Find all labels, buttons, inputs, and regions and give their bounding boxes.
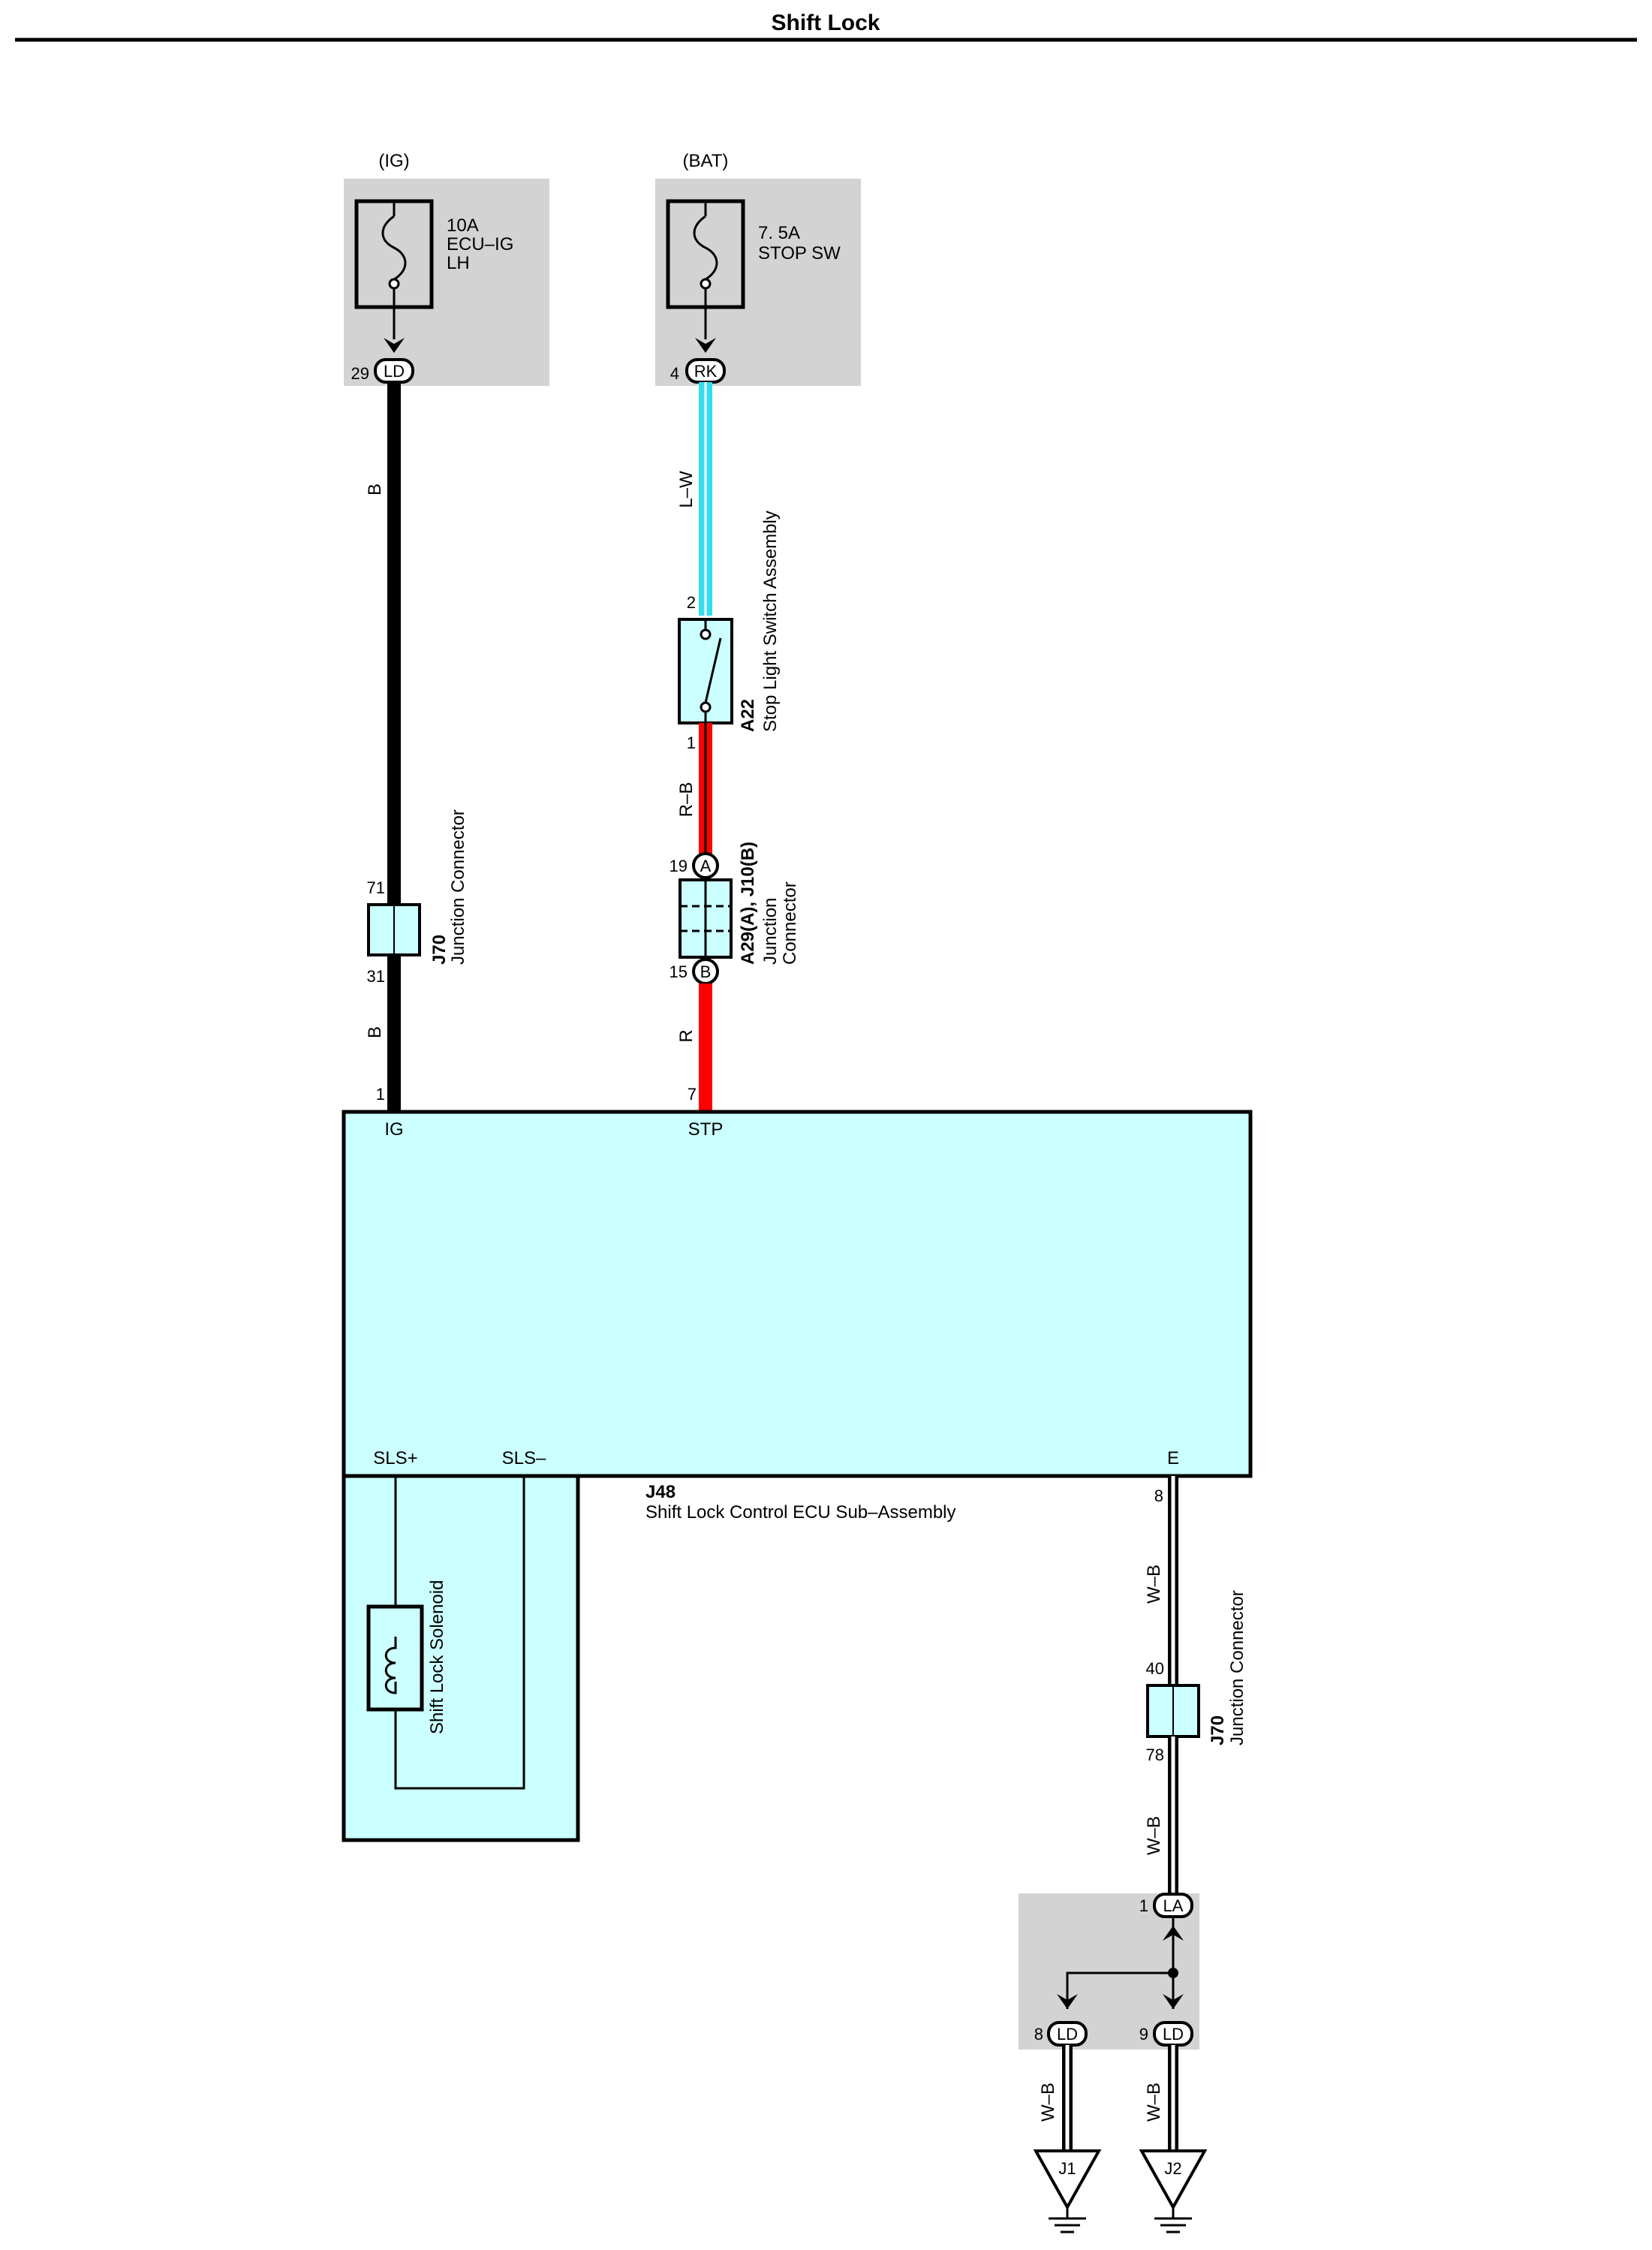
wire-label-b-upper: B (365, 483, 385, 495)
wire-label-wb-j2: W–B (1144, 2083, 1164, 2122)
bat-source-label: (BAT) (683, 151, 729, 171)
fuse-stop-sw (666, 199, 745, 353)
ld9-connector-label: LD (1163, 2025, 1184, 2044)
ecu-name: Shift Lock Control ECU Sub–Assembly (645, 1502, 956, 1523)
ecu-id: J48 (645, 1482, 676, 1502)
junction-a29-id: A29(A), J10(B) (738, 842, 758, 965)
j70-right-pin-bottom: 78 (1146, 1745, 1164, 1764)
ecu-pin-ig: IG (384, 1119, 403, 1140)
ecu-box (342, 1110, 1253, 1478)
ecu-pin-stp-num: 7 (688, 1085, 697, 1104)
j70-left-name: Junction Connector (448, 809, 468, 965)
j70-left-pin-bottom: 31 (367, 967, 385, 986)
solenoid-name: Shift Lock Solenoid (427, 1580, 447, 1734)
fuse-ecu-ig-lh (354, 199, 434, 353)
wire-label-wb-upper: W–B (1144, 1565, 1164, 1604)
ecu-pin-ig-num: 1 (376, 1085, 385, 1104)
wire-label-r: R (676, 1029, 697, 1042)
junction-a29-name2: Connector (780, 881, 800, 965)
diagram-title: Shift Lock (771, 11, 880, 35)
ground-j2-icon (1139, 2149, 1208, 2211)
bat-fuse-block (655, 179, 861, 386)
switch-pin-top: 2 (687, 593, 696, 612)
ground-j1-icon (1033, 2149, 1102, 2211)
la-pin: 1 (1139, 1896, 1148, 1915)
ld8-connector-label: LD (1057, 2025, 1078, 2044)
j70-right-id: J70 (1208, 1715, 1228, 1745)
fuse1-name2: LH (447, 253, 470, 273)
fuse1-pin: 29 (351, 364, 369, 383)
ground-j2-label: J2 (1164, 2159, 1181, 2178)
ld9-pin: 9 (1139, 2025, 1148, 2044)
junction-pin-top-num: 19 (670, 857, 688, 875)
la-connector-label: LA (1163, 1896, 1184, 1915)
j70-left-pin-top: 71 (367, 878, 385, 897)
fuse1-amp: 10A (447, 215, 479, 236)
ig-source-label: (IG) (378, 151, 409, 171)
fuse2-name1: STOP SW (758, 243, 841, 264)
fuse1-name1: ECU–IG (447, 234, 513, 255)
junction-pin-bottom-num: 15 (670, 962, 688, 981)
j70-right-name: Junction Connector (1227, 1590, 1247, 1745)
junction-a29-name1: Junction (760, 898, 781, 965)
ecu-pin-e-num: 8 (1154, 1486, 1163, 1505)
wire-label-rb: R–B (676, 782, 697, 818)
fuse2-amp: 7. 5A (758, 223, 800, 243)
j70-left-id: J70 (429, 935, 450, 965)
wire-label-b-lower: B (365, 1026, 385, 1038)
fuse1-connector-label: LD (384, 362, 405, 381)
ecu-pin-slsp: SLS+ (373, 1448, 417, 1468)
switch-id: A22 (738, 699, 758, 732)
fuse2-connector-label: RK (694, 362, 718, 381)
ecu-pin-e: E (1167, 1448, 1179, 1468)
ecu-pin-slsm: SLS– (502, 1448, 546, 1468)
junction-pin-a (692, 852, 719, 879)
junction-pin-b-letter: B (700, 962, 712, 981)
wire-label-wb-lower: W–B (1144, 1816, 1164, 1855)
solenoid-coil-icon (384, 1637, 397, 1694)
wire-label-lw: L–W (676, 471, 697, 508)
ground-j1-label: J1 (1058, 2159, 1076, 2178)
fuse2-pin: 4 (670, 364, 679, 383)
switch-pin-bottom: 1 (687, 733, 696, 752)
ecu-pin-stp: STP (688, 1119, 724, 1140)
ig-fuse-block (344, 179, 549, 386)
switch-name: Stop Light Switch Assembly (760, 511, 781, 732)
j70-right-pin-top: 40 (1146, 1659, 1164, 1678)
wire-label-wb-j1: W–B (1038, 2083, 1058, 2122)
ld8-pin: 8 (1034, 2025, 1043, 2044)
junction-pin-a-letter: A (700, 857, 712, 875)
